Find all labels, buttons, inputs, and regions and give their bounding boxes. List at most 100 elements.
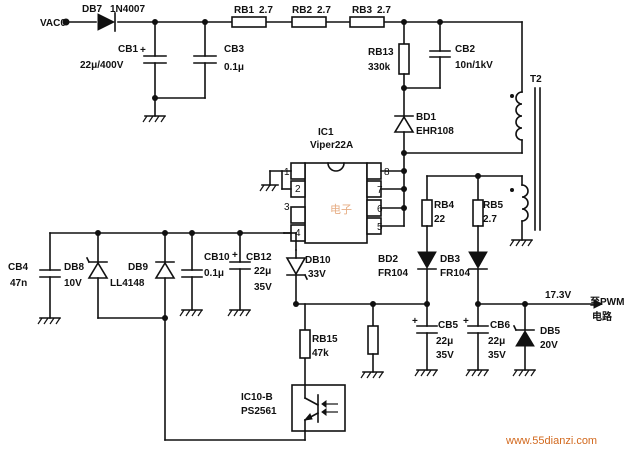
- resistor-unlabeled: [360, 303, 384, 379]
- cb10-value: 0.1μ: [204, 268, 224, 279]
- rb15-value: 47k: [312, 348, 329, 359]
- resistor-rb13: [398, 43, 410, 75]
- rb3-ref: RB3: [352, 5, 372, 16]
- cb3-ref: CB3: [224, 44, 244, 55]
- capacitor-cb10: [179, 232, 203, 317]
- vac-terminal: [62, 18, 70, 26]
- ic1-ref: IC1: [318, 127, 334, 138]
- ground-ic1: [259, 170, 292, 192]
- rb2-value: 2.7: [317, 5, 331, 16]
- ic1-value: Viper22A: [310, 140, 353, 151]
- rb13-value: 330k: [368, 62, 391, 73]
- wire-secondary: [426, 173, 533, 247]
- ic1-pin-3: 3: [284, 202, 290, 213]
- rb4-value: 22: [434, 214, 446, 225]
- db10-ref: DB10: [305, 255, 331, 266]
- zener-db10: [285, 249, 309, 305]
- resistor-rb5: [472, 199, 484, 227]
- cb6-ref: CB6: [490, 320, 510, 331]
- cb1-ref: CB1: [118, 44, 138, 55]
- ic1-viper22a: [304, 162, 368, 244]
- diode-db3: [468, 251, 488, 270]
- rb2-ref: RB2: [292, 5, 312, 16]
- svg-text:+: +: [232, 250, 238, 261]
- watermark-center: 电子: [330, 203, 352, 216]
- bd1-ref: BD1: [416, 112, 436, 123]
- rb15-ref: RB15: [312, 334, 338, 345]
- vac-label: VAC0: [40, 18, 66, 29]
- cb1-value: 22μ/400V: [80, 60, 124, 71]
- ic1-pin-1: 1: [284, 167, 290, 178]
- rb5-value: 2.7: [483, 214, 497, 225]
- bd2-value: FR104: [378, 268, 408, 279]
- cb12-value: 22μ: [254, 266, 271, 277]
- cb12-rating: 35V: [254, 282, 272, 293]
- ic10-ref: IC10-B: [241, 392, 273, 403]
- db5-ref: DB5: [540, 326, 560, 337]
- output-arrow: [593, 299, 604, 309]
- cb4-value: 47n: [10, 278, 27, 289]
- output-voltage: 17.3V: [545, 290, 571, 301]
- zener-db8: [85, 232, 109, 319]
- diode-db9: [154, 232, 176, 441]
- capacitor-cb4: [37, 232, 61, 325]
- cb2-ref: CB2: [455, 44, 475, 55]
- rb3-value: 2.7: [377, 5, 391, 16]
- rb13-ref: RB13: [368, 47, 394, 58]
- wire-output-bus: [293, 268, 595, 307]
- cb5-rating: 35V: [436, 350, 454, 361]
- cb2-value: 10n/1kV: [455, 60, 493, 71]
- resistor-rb2: [291, 16, 327, 28]
- bd2-ref: BD2: [378, 254, 398, 265]
- rb5-ref: RB5: [483, 200, 503, 211]
- resistor-rb1: [231, 16, 267, 28]
- ic1-pin-4: 4: [295, 228, 301, 239]
- ic1-pin-2: 2: [295, 184, 301, 195]
- cb12-ref: CB12: [246, 252, 272, 263]
- svg-text:+: +: [463, 316, 469, 327]
- diode-bd1: [393, 115, 415, 133]
- output-dest-1: 至PWM: [590, 296, 624, 308]
- wire-left-bus: [49, 230, 285, 236]
- diode-bd2: [417, 251, 437, 270]
- watermark-site: www.55dianzi.com: [505, 435, 597, 447]
- ic1-left-pins: [290, 162, 306, 242]
- rb4-ref: RB4: [434, 200, 454, 211]
- svg-text:+: +: [140, 45, 146, 56]
- capacitor-cb6: +: [463, 303, 489, 377]
- db7-value: 1N4007: [110, 4, 145, 15]
- ic1-pin-6: 6: [377, 204, 383, 215]
- wire-top-rail: [65, 21, 523, 93]
- junction: [162, 315, 168, 321]
- bd1-value: EHR108: [416, 126, 454, 137]
- zener-db5: [512, 303, 536, 377]
- db8-value: 10V: [64, 278, 82, 289]
- t2-ref: T2: [530, 74, 542, 85]
- svg-text:+: +: [412, 316, 418, 327]
- db10-value: 33V: [308, 269, 326, 280]
- ic1-notch: [327, 162, 345, 172]
- db5-value: 20V: [540, 340, 558, 351]
- ic1-pin-5: 5: [377, 222, 383, 233]
- ic1-right-pins: [366, 162, 382, 235]
- diode-db7: [97, 12, 116, 32]
- capacitor-cb12: +: [227, 232, 251, 317]
- capacitor-cb2: [429, 21, 451, 89]
- db7-ref: DB7: [82, 4, 102, 15]
- db9-value: LL4148: [110, 278, 145, 289]
- cb10-ref: CB10: [204, 252, 230, 263]
- resistor-rb3: [349, 16, 385, 28]
- db8-ref: DB8: [64, 262, 84, 273]
- capacitor-cb1: +: [140, 19, 167, 99]
- wire-db10: [283, 232, 297, 251]
- capacitor-cb5: +: [412, 303, 438, 377]
- ic10-value: PS2561: [241, 406, 277, 417]
- rb1-value: 2.7: [259, 5, 273, 16]
- cb4-ref: CB4: [8, 262, 28, 273]
- ic1-pin-7: 7: [377, 185, 383, 196]
- cb3-value: 0.1μ: [224, 62, 244, 73]
- ground-cb1: [142, 97, 166, 123]
- resistor-rb15: [299, 329, 311, 359]
